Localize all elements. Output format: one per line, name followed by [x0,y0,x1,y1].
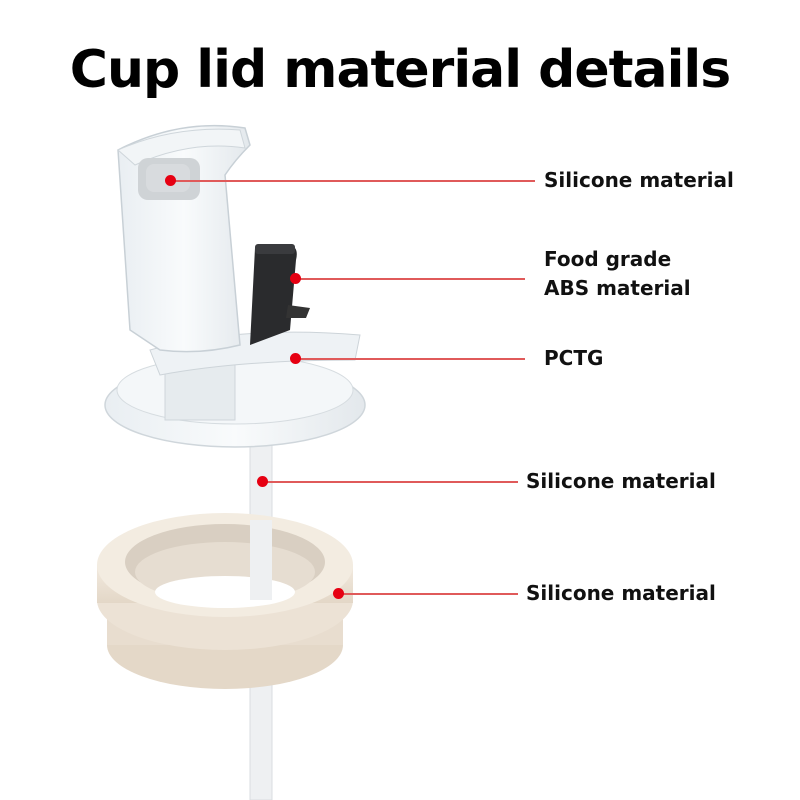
leader-line-flip-pad [170,180,535,182]
callout-label-spout-line1: Food grade [544,247,672,271]
marker-dot-lid-body [289,352,301,364]
callout-label-ring: Silicone material [526,581,716,605]
callout-label-lid-body: PCTG [544,346,604,370]
marker-dot-flip-pad [164,174,176,186]
leader-line-spout [295,278,525,280]
leader-line-ring [338,593,518,595]
marker-dot-ring [332,587,344,599]
callout-label-straw: Silicone material [526,469,716,493]
lid-body [104,331,366,448]
page-title: Cup lid material details [69,40,731,100]
callout-label-flip-pad: Silicone material [544,168,734,192]
sealing-ring [97,513,353,689]
callout-label-spout-line2: ABS material [544,276,691,300]
leader-line-lid-body [295,358,525,360]
marker-dot-spout [289,272,301,284]
marker-dot-straw [256,475,268,487]
straw-spout [250,244,310,345]
leader-line-straw [262,481,518,483]
flip-cover [117,124,251,353]
